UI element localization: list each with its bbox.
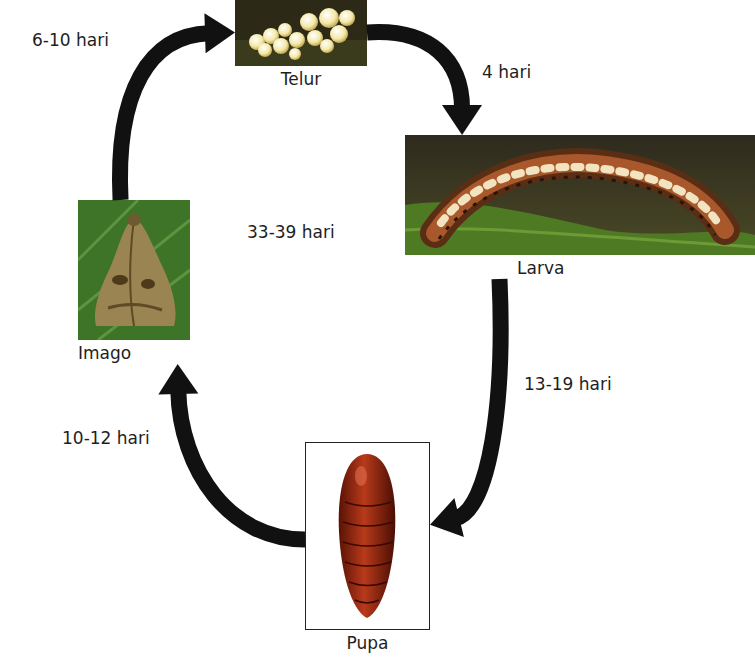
duration-label: 10-12 hari (60, 428, 152, 449)
cycle-arrow (367, 32, 482, 135)
photo-area (305, 442, 430, 630)
larva-photo (405, 135, 755, 255)
stage-box: Larva (405, 135, 755, 279)
duration-label: 4 hari (480, 62, 533, 83)
cycle-arrow (158, 364, 305, 540)
arrow-head (430, 498, 464, 537)
stage-name: Imago (78, 343, 190, 364)
stage-name: Telur (235, 69, 367, 90)
photo-area (235, 0, 367, 66)
arrow-body (455, 279, 500, 519)
moth-photo (78, 200, 190, 340)
photo-area (78, 200, 190, 340)
photo-area (405, 135, 755, 255)
pupa-photo (305, 442, 430, 630)
cycle-arrow (120, 13, 235, 200)
arrow-head (442, 105, 482, 135)
duration-label: 6-10 hari (30, 30, 111, 51)
arrow-body (120, 33, 209, 200)
cycle-arrow (430, 279, 501, 537)
eggs-photo (235, 0, 367, 66)
arrow-head (204, 13, 235, 53)
arrow-body (178, 390, 305, 540)
arrow-body (367, 32, 462, 109)
total-duration-label: 33-39 hari (245, 222, 337, 243)
stage-name: Larva (405, 258, 755, 279)
stage-name: Pupa (305, 633, 430, 654)
stage-box: Imago (78, 200, 190, 364)
stage-box: Telur (235, 0, 367, 90)
stage-box: Pupa (305, 442, 430, 654)
duration-label: 13-19 hari (522, 374, 614, 395)
arrow-head (158, 364, 198, 394)
